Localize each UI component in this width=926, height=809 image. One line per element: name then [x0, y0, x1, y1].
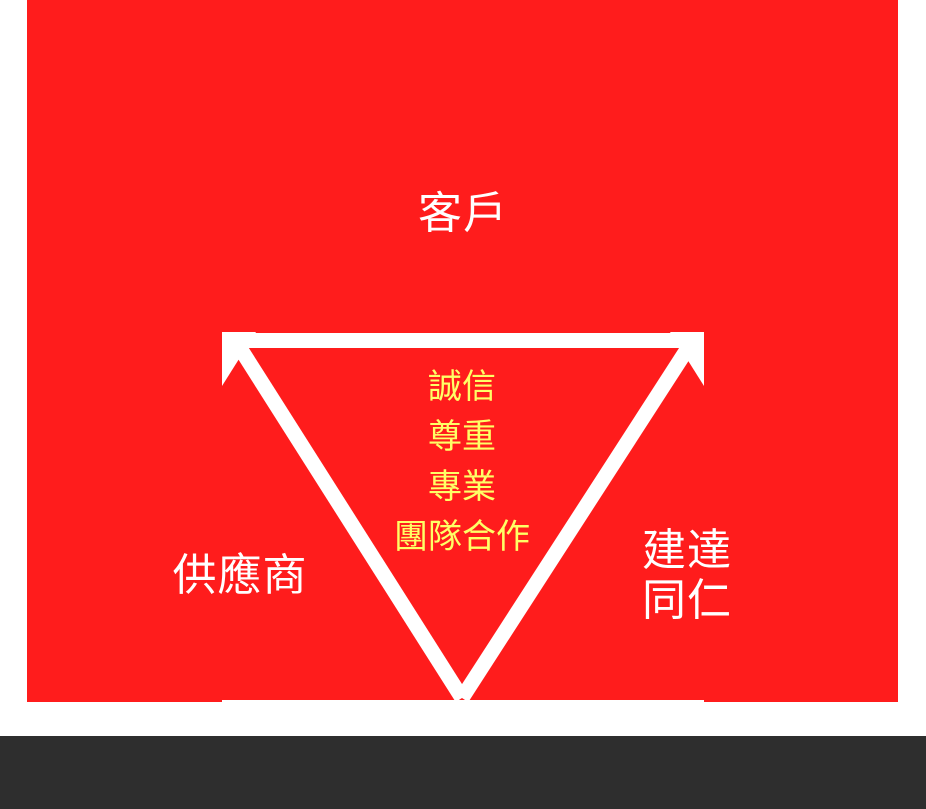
diagram-background-panel: [27, 0, 898, 702]
customer-label: 客戶: [418, 188, 508, 239]
core-value-teamwork: 團隊合作: [394, 517, 530, 557]
footer-bar: [0, 736, 926, 809]
core-value-respect: 尊重: [428, 417, 496, 457]
triangle-right-edge: [455, 343, 695, 703]
triangle-top-edge: [240, 333, 690, 348]
employees-label-line-2: 同仁: [642, 575, 732, 626]
triangle-left-edge: [233, 343, 469, 703]
employees-label-line-1: 建達: [642, 525, 732, 576]
up-left-arrow-icon: [222, 332, 256, 386]
employees-label: 建達 同仁: [622, 526, 752, 626]
core-value-professionalism: 專業: [428, 467, 496, 507]
supplier-label: 供應商: [172, 550, 308, 601]
up-right-arrow-icon: [670, 332, 704, 386]
panel-bottom-notch: [222, 700, 704, 704]
core-value-integrity: 誠信: [428, 367, 496, 407]
core-values-list: 誠信 尊重 專業 團隊合作: [372, 362, 552, 562]
